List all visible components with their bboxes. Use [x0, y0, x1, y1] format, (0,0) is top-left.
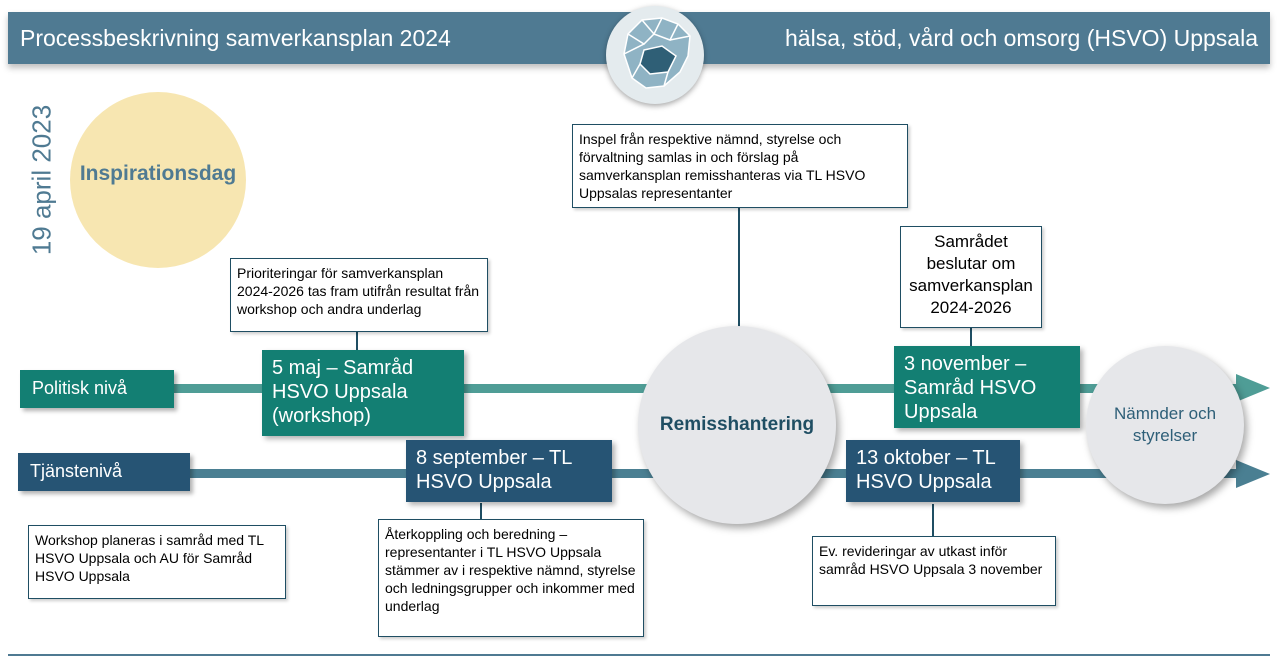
namnder-circle: Nämnder och styrelser: [1086, 346, 1244, 504]
remisshantering-circle: Remisshantering: [638, 326, 836, 524]
inspiration-circle: Inspirationsdag: [70, 92, 246, 268]
political-arrow-icon: [1236, 374, 1270, 402]
note-workshop: Workshop planeras i samråd med TL HSVO U…: [28, 525, 286, 599]
namnder-label: Nämnder och styrelser: [1113, 404, 1217, 445]
inspiration-date: 19 april 2023: [26, 104, 57, 256]
header-title-left: Processbeskrivning samverkansplan 2024: [20, 25, 451, 51]
service-arrow-icon: [1236, 460, 1270, 488]
note-beslut: Samrådet beslutar om samverkansplan 2024…: [900, 226, 1042, 328]
connector-revideringar: [932, 504, 934, 536]
bottom-divider: [8, 654, 1270, 656]
connector-beslut: [970, 328, 972, 346]
event-13-oktober: 13 oktober – TL HSVO Uppsala: [846, 440, 1020, 502]
remisshantering-label: Remisshantering: [659, 414, 815, 435]
event-8-september: 8 september – TL HSVO Uppsala: [406, 440, 612, 502]
note-revideringar: Ev. revideringar av utkast inför samråd …: [812, 536, 1056, 606]
uppsala-region-map-icon: [606, 6, 704, 104]
connector-prioriteringar: [356, 332, 358, 352]
note-aterkoppling: Återkoppling och beredning – representan…: [378, 519, 644, 637]
note-inspel: Inspel från respektive nämnd, styrelse o…: [572, 124, 908, 208]
event-3-november: 3 november – Samråd HSVO Uppsala: [894, 346, 1080, 428]
connector-inspel: [738, 207, 740, 327]
event-5-maj: 5 maj – Samråd HSVO Uppsala (workshop): [262, 350, 464, 436]
header-title-right: hälsa, stöd, vård och omsorg (HSVO) Upps…: [785, 25, 1258, 51]
political-level-label: Politisk nivå: [20, 370, 174, 408]
note-prioriteringar: Prioriteringar för samverkansplan 2024-2…: [230, 258, 488, 332]
service-level-label: Tjänstenivå: [18, 453, 190, 491]
inspiration-label: Inspirationsdag: [79, 162, 237, 185]
connector-aterkoppling: [480, 503, 482, 519]
